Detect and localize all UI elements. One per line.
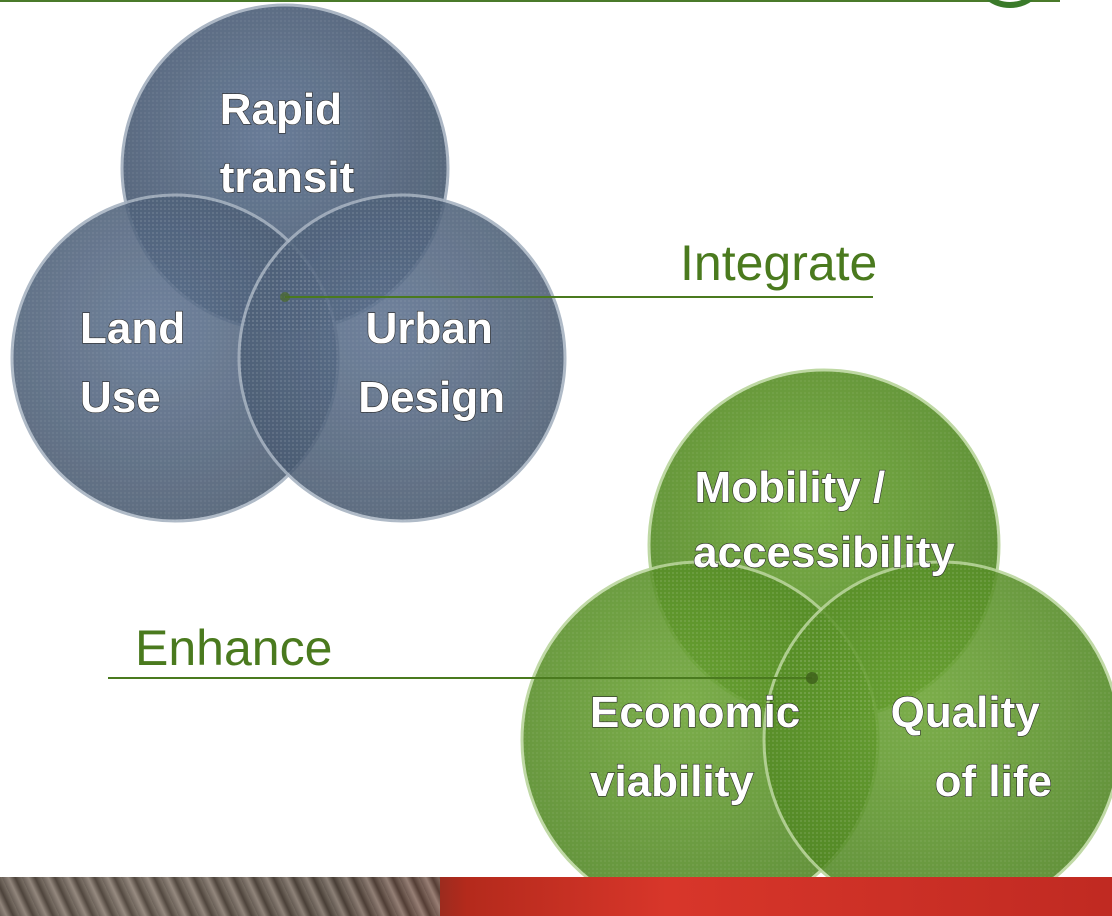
- label-urban-design: Urban Design: [358, 304, 505, 422]
- label-mobility-accessibility: Mobility / accessibility: [693, 463, 955, 577]
- logo-emblem-icon: [986, 0, 1034, 8]
- integrate-label: Integrate: [680, 235, 877, 291]
- label-rapid-transit: Rapid transit: [220, 85, 355, 202]
- label-quality-of-life: Quality of life: [891, 688, 1052, 806]
- enhance-venn: Mobility / accessibility Economic viabil…: [108, 368, 1112, 916]
- enhance-label: Enhance: [135, 620, 332, 676]
- label-land-use: Land Use: [80, 304, 197, 422]
- label-economic-viability: Economic viability: [590, 688, 813, 806]
- footer-photo-image: [0, 877, 440, 916]
- integrate-venn: Rapid transit Land Use Urban Design Inte…: [10, 3, 877, 523]
- top-rule: [0, 0, 1060, 2]
